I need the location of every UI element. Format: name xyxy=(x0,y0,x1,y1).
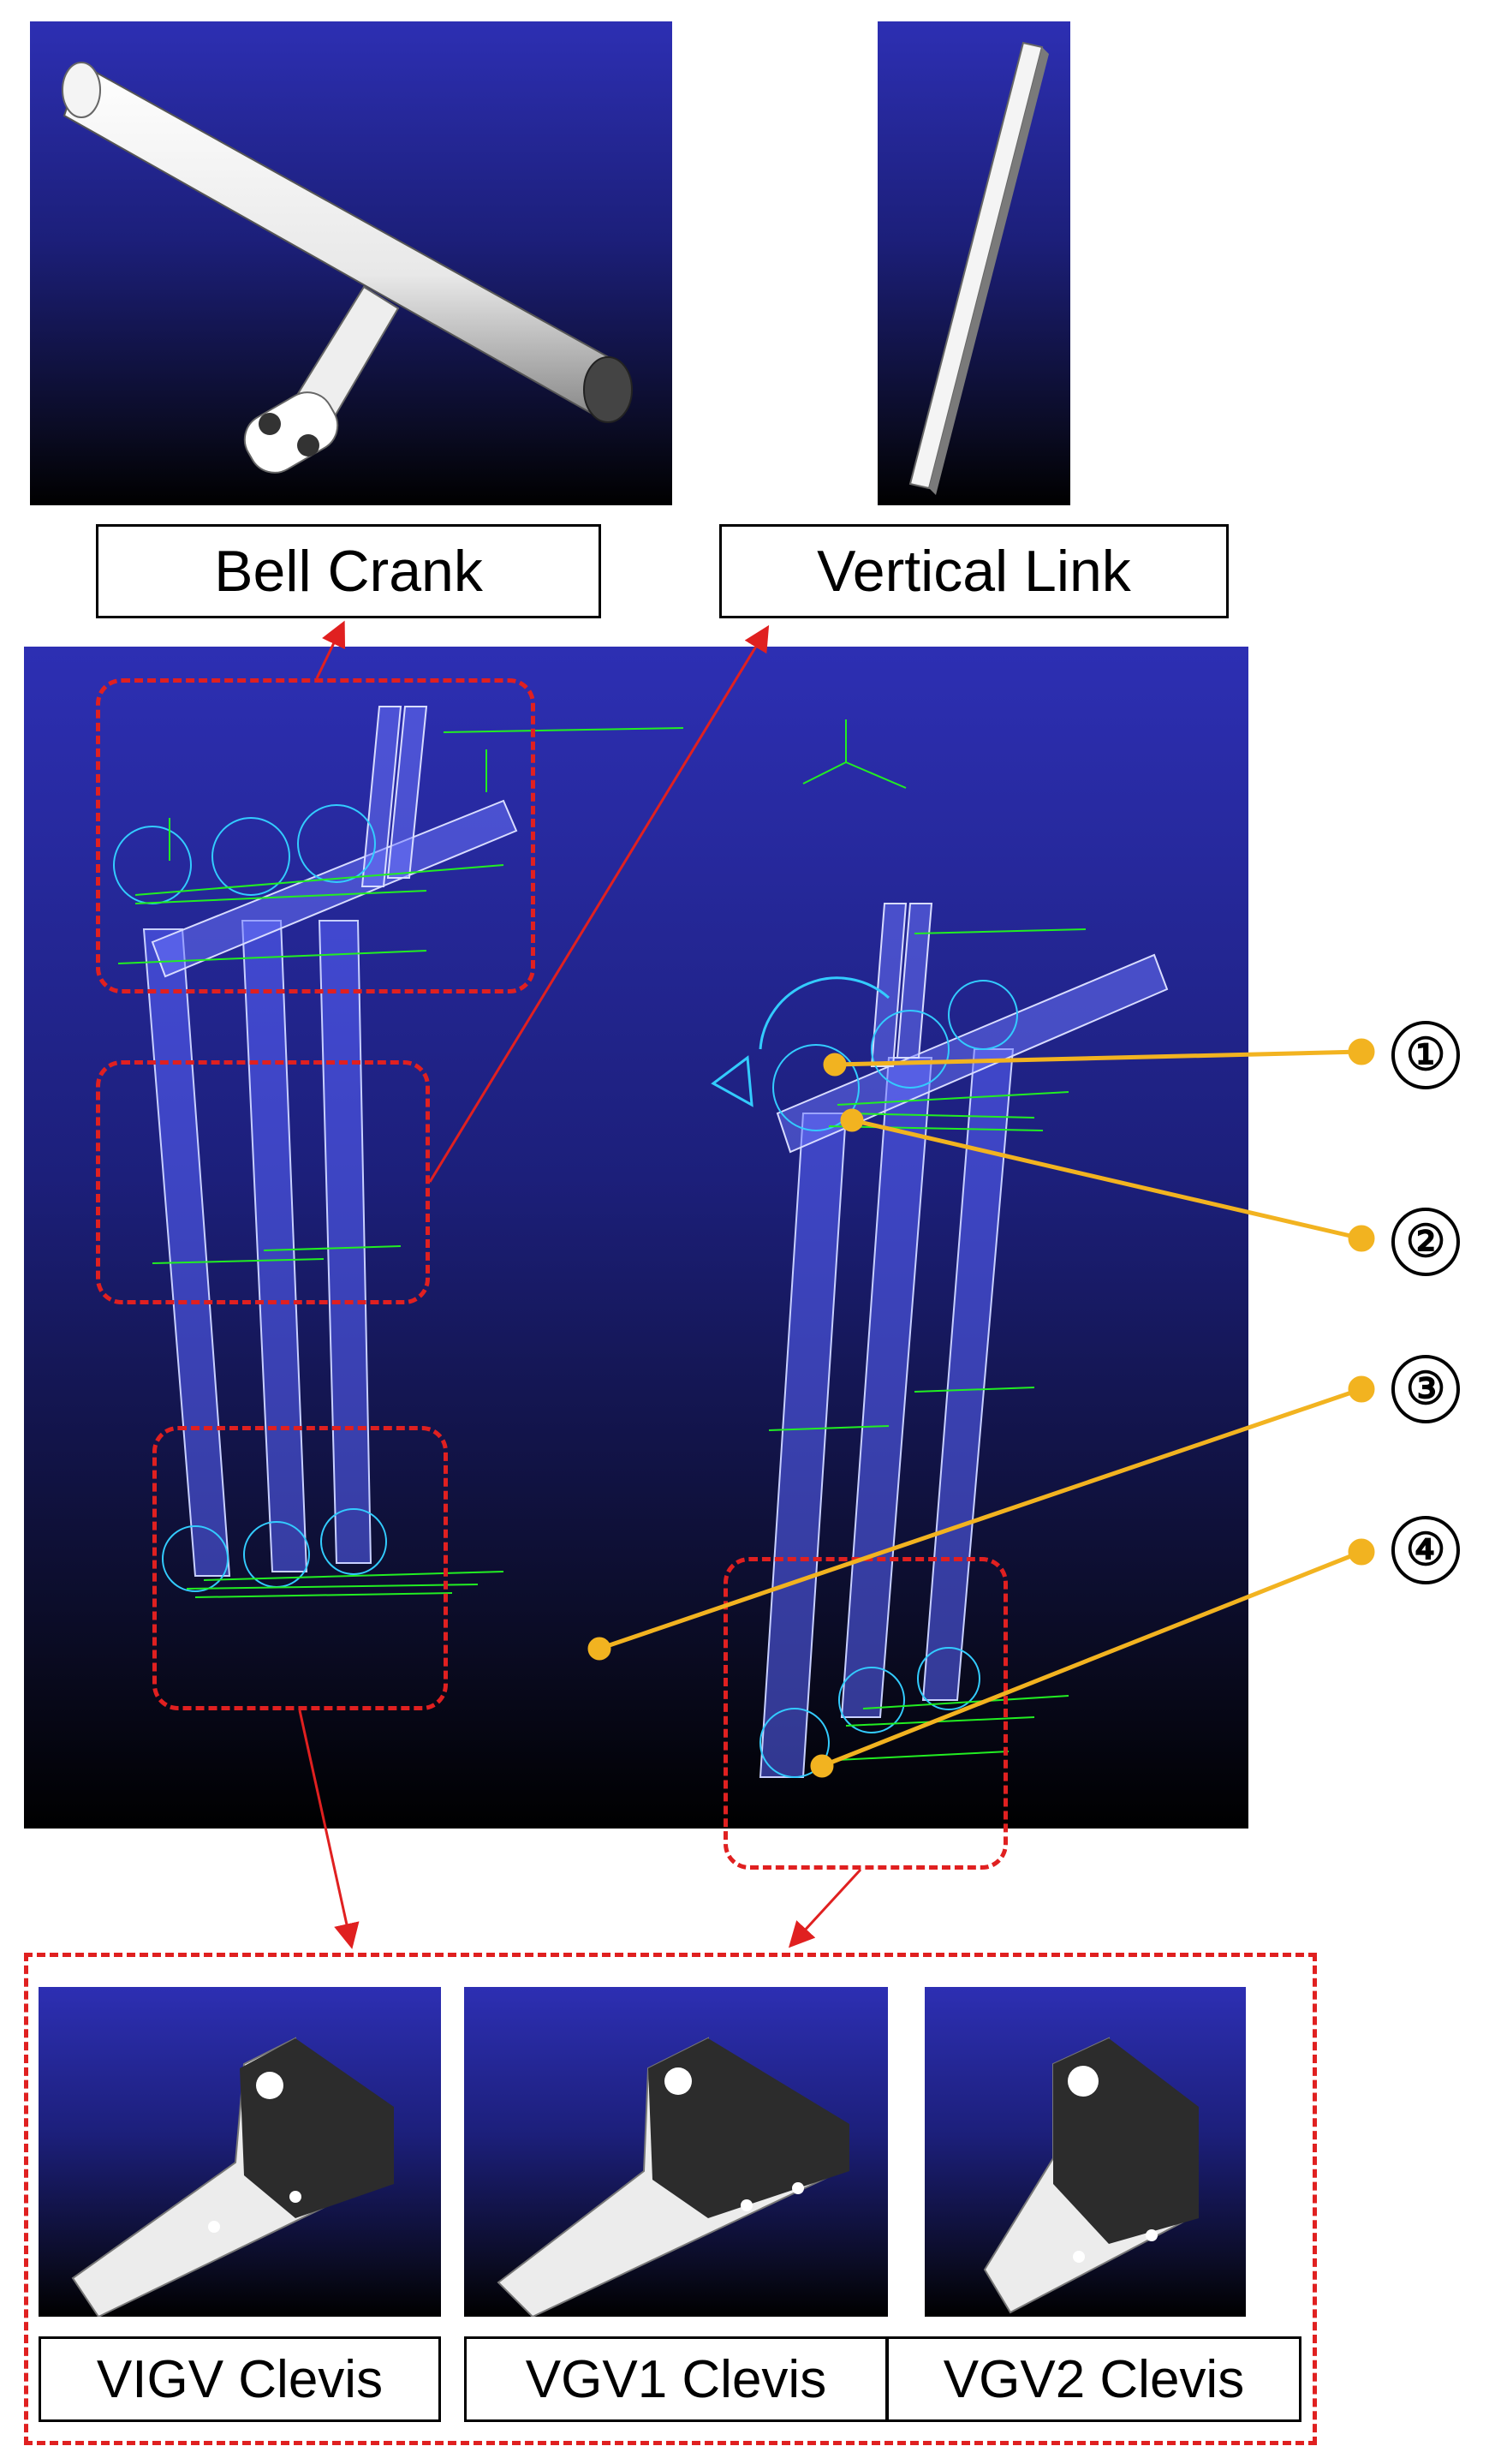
vgv1-clevis-render xyxy=(464,1987,888,2317)
vgv2-clevis-label: VGV2 Clevis xyxy=(886,2336,1301,2422)
right-clevis-region xyxy=(724,1557,1008,1870)
clevis-frame xyxy=(24,1953,1317,2445)
vigv-clevis-model xyxy=(71,2037,394,2317)
vigv-clevis-label: VIGV Clevis xyxy=(39,2336,441,2422)
bell-crank-region xyxy=(96,678,535,993)
bell-crank-model xyxy=(62,62,633,474)
callout-2: ② xyxy=(1391,1208,1460,1276)
left-clevis-region xyxy=(152,1426,448,1710)
arrow-to-right-clevis xyxy=(788,1868,862,1948)
vertical-link-region xyxy=(96,1060,430,1304)
vgv2-clevis-model xyxy=(983,2037,1199,2314)
vgv1-clevis-model xyxy=(497,2037,849,2317)
bell-crank-label: Bell Crank xyxy=(96,524,601,618)
callout-3: ③ xyxy=(1391,1355,1460,1423)
vgv2-clevis-render xyxy=(925,1987,1246,2317)
callout-1: ① xyxy=(1391,1021,1460,1089)
vertical-link-label: Vertical Link xyxy=(719,524,1229,618)
vertical-link-render xyxy=(878,21,1070,505)
vgv1-clevis-label: VGV1 Clevis xyxy=(464,2336,888,2422)
callout-4: ④ xyxy=(1391,1516,1460,1584)
vertical-link-model xyxy=(908,41,1049,495)
vigv-clevis-render xyxy=(39,1987,441,2317)
bell-crank-render xyxy=(30,21,672,505)
